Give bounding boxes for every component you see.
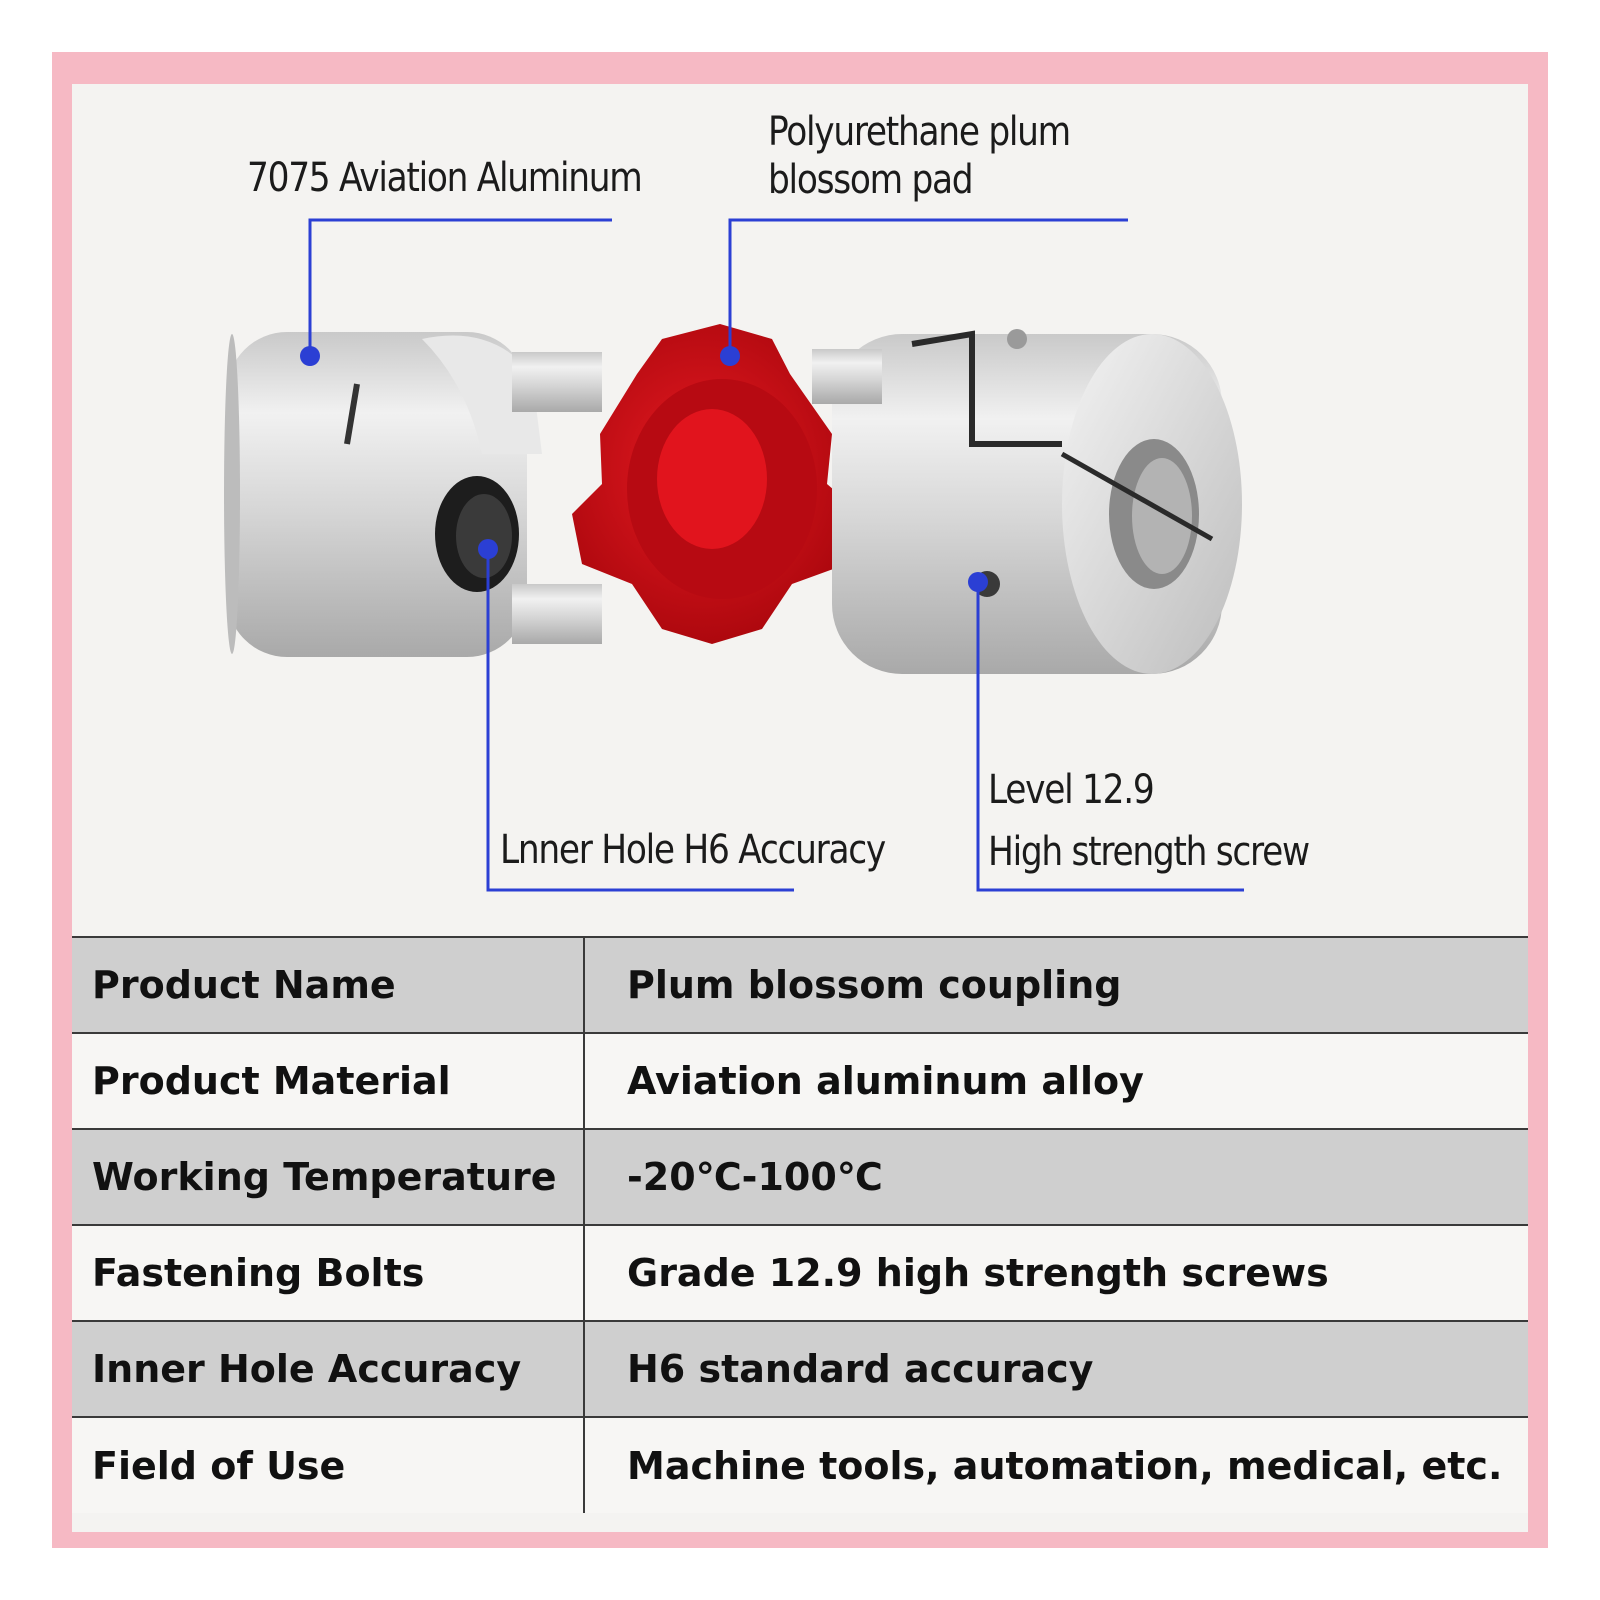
table-row: Product Name Plum blossom coupling bbox=[72, 936, 1528, 1033]
spec-label: Field of Use bbox=[72, 1416, 584, 1513]
spec-value: Machine tools, automation, medical, etc. bbox=[583, 1416, 1528, 1513]
callout-inner-hole: Lnner Hole H6 Accuracy bbox=[500, 826, 886, 874]
dot-inner-hole bbox=[478, 539, 498, 559]
leader-dots bbox=[300, 346, 988, 592]
table-row: Fastening Bolts Grade 12.9 high strength… bbox=[72, 1224, 1528, 1321]
spec-value: -20℃-100℃ bbox=[583, 1128, 1528, 1225]
callout-screw: Level 12.9 High strength screw bbox=[988, 766, 1310, 876]
leader-line-aluminum bbox=[308, 218, 612, 356]
spec-table: Product Name Plum blossom coupling Produ… bbox=[72, 936, 1528, 1513]
table-row: Working Temperature -20℃-100℃ bbox=[72, 1128, 1528, 1225]
table-row: Field of Use Machine tools, automation, … bbox=[72, 1416, 1528, 1513]
callout-pad: Polyurethane plum blossom pad bbox=[768, 108, 1071, 204]
coupling-illustration bbox=[224, 218, 1244, 892]
leader-line-screw bbox=[976, 582, 1244, 892]
callout-aluminum: 7075 Aviation Aluminum bbox=[247, 154, 643, 202]
leader-line-inner-hole bbox=[486, 549, 794, 892]
callout-screw-line2: High strength screw bbox=[988, 829, 1310, 875]
spec-label: Product Name bbox=[72, 936, 584, 1033]
right-hub bbox=[812, 329, 1242, 674]
leader-line-pad bbox=[728, 218, 1128, 356]
spec-label: Product Material bbox=[72, 1032, 584, 1129]
dot-pad bbox=[720, 346, 740, 366]
callout-screw-line1: Level 12.9 bbox=[988, 767, 1155, 813]
coupling-diagram: 7075 Aviation Aluminum Polyurethane plum… bbox=[72, 84, 1528, 936]
dot-aluminum bbox=[300, 346, 320, 366]
spec-value: Aviation aluminum alloy bbox=[583, 1032, 1528, 1129]
left-hub bbox=[224, 332, 602, 657]
callout-aluminum-text: 7075 Aviation Aluminum bbox=[247, 155, 643, 201]
spec-value: Grade 12.9 high strength screws bbox=[583, 1224, 1528, 1321]
spec-value: Plum blossom coupling bbox=[583, 936, 1528, 1033]
leader-lines bbox=[308, 218, 1244, 892]
spec-label: Working Temperature bbox=[72, 1128, 584, 1225]
spec-label: Fastening Bolts bbox=[72, 1224, 584, 1321]
dot-screw bbox=[968, 572, 988, 592]
product-infographic: 7075 Aviation Aluminum Polyurethane plum… bbox=[72, 84, 1528, 1532]
spec-label: Inner Hole Accuracy bbox=[72, 1320, 584, 1417]
callout-pad-line1: Polyurethane plum bbox=[768, 109, 1071, 155]
table-row: Product Material Aviation aluminum alloy bbox=[72, 1032, 1528, 1129]
table-row: Inner Hole Accuracy H6 standard accuracy bbox=[72, 1320, 1528, 1417]
callout-pad-line2: blossom pad bbox=[768, 157, 974, 203]
callout-inner-hole-text: Lnner Hole H6 Accuracy bbox=[500, 827, 886, 873]
red-spider-pad bbox=[572, 324, 862, 644]
spec-value: H6 standard accuracy bbox=[583, 1320, 1528, 1417]
